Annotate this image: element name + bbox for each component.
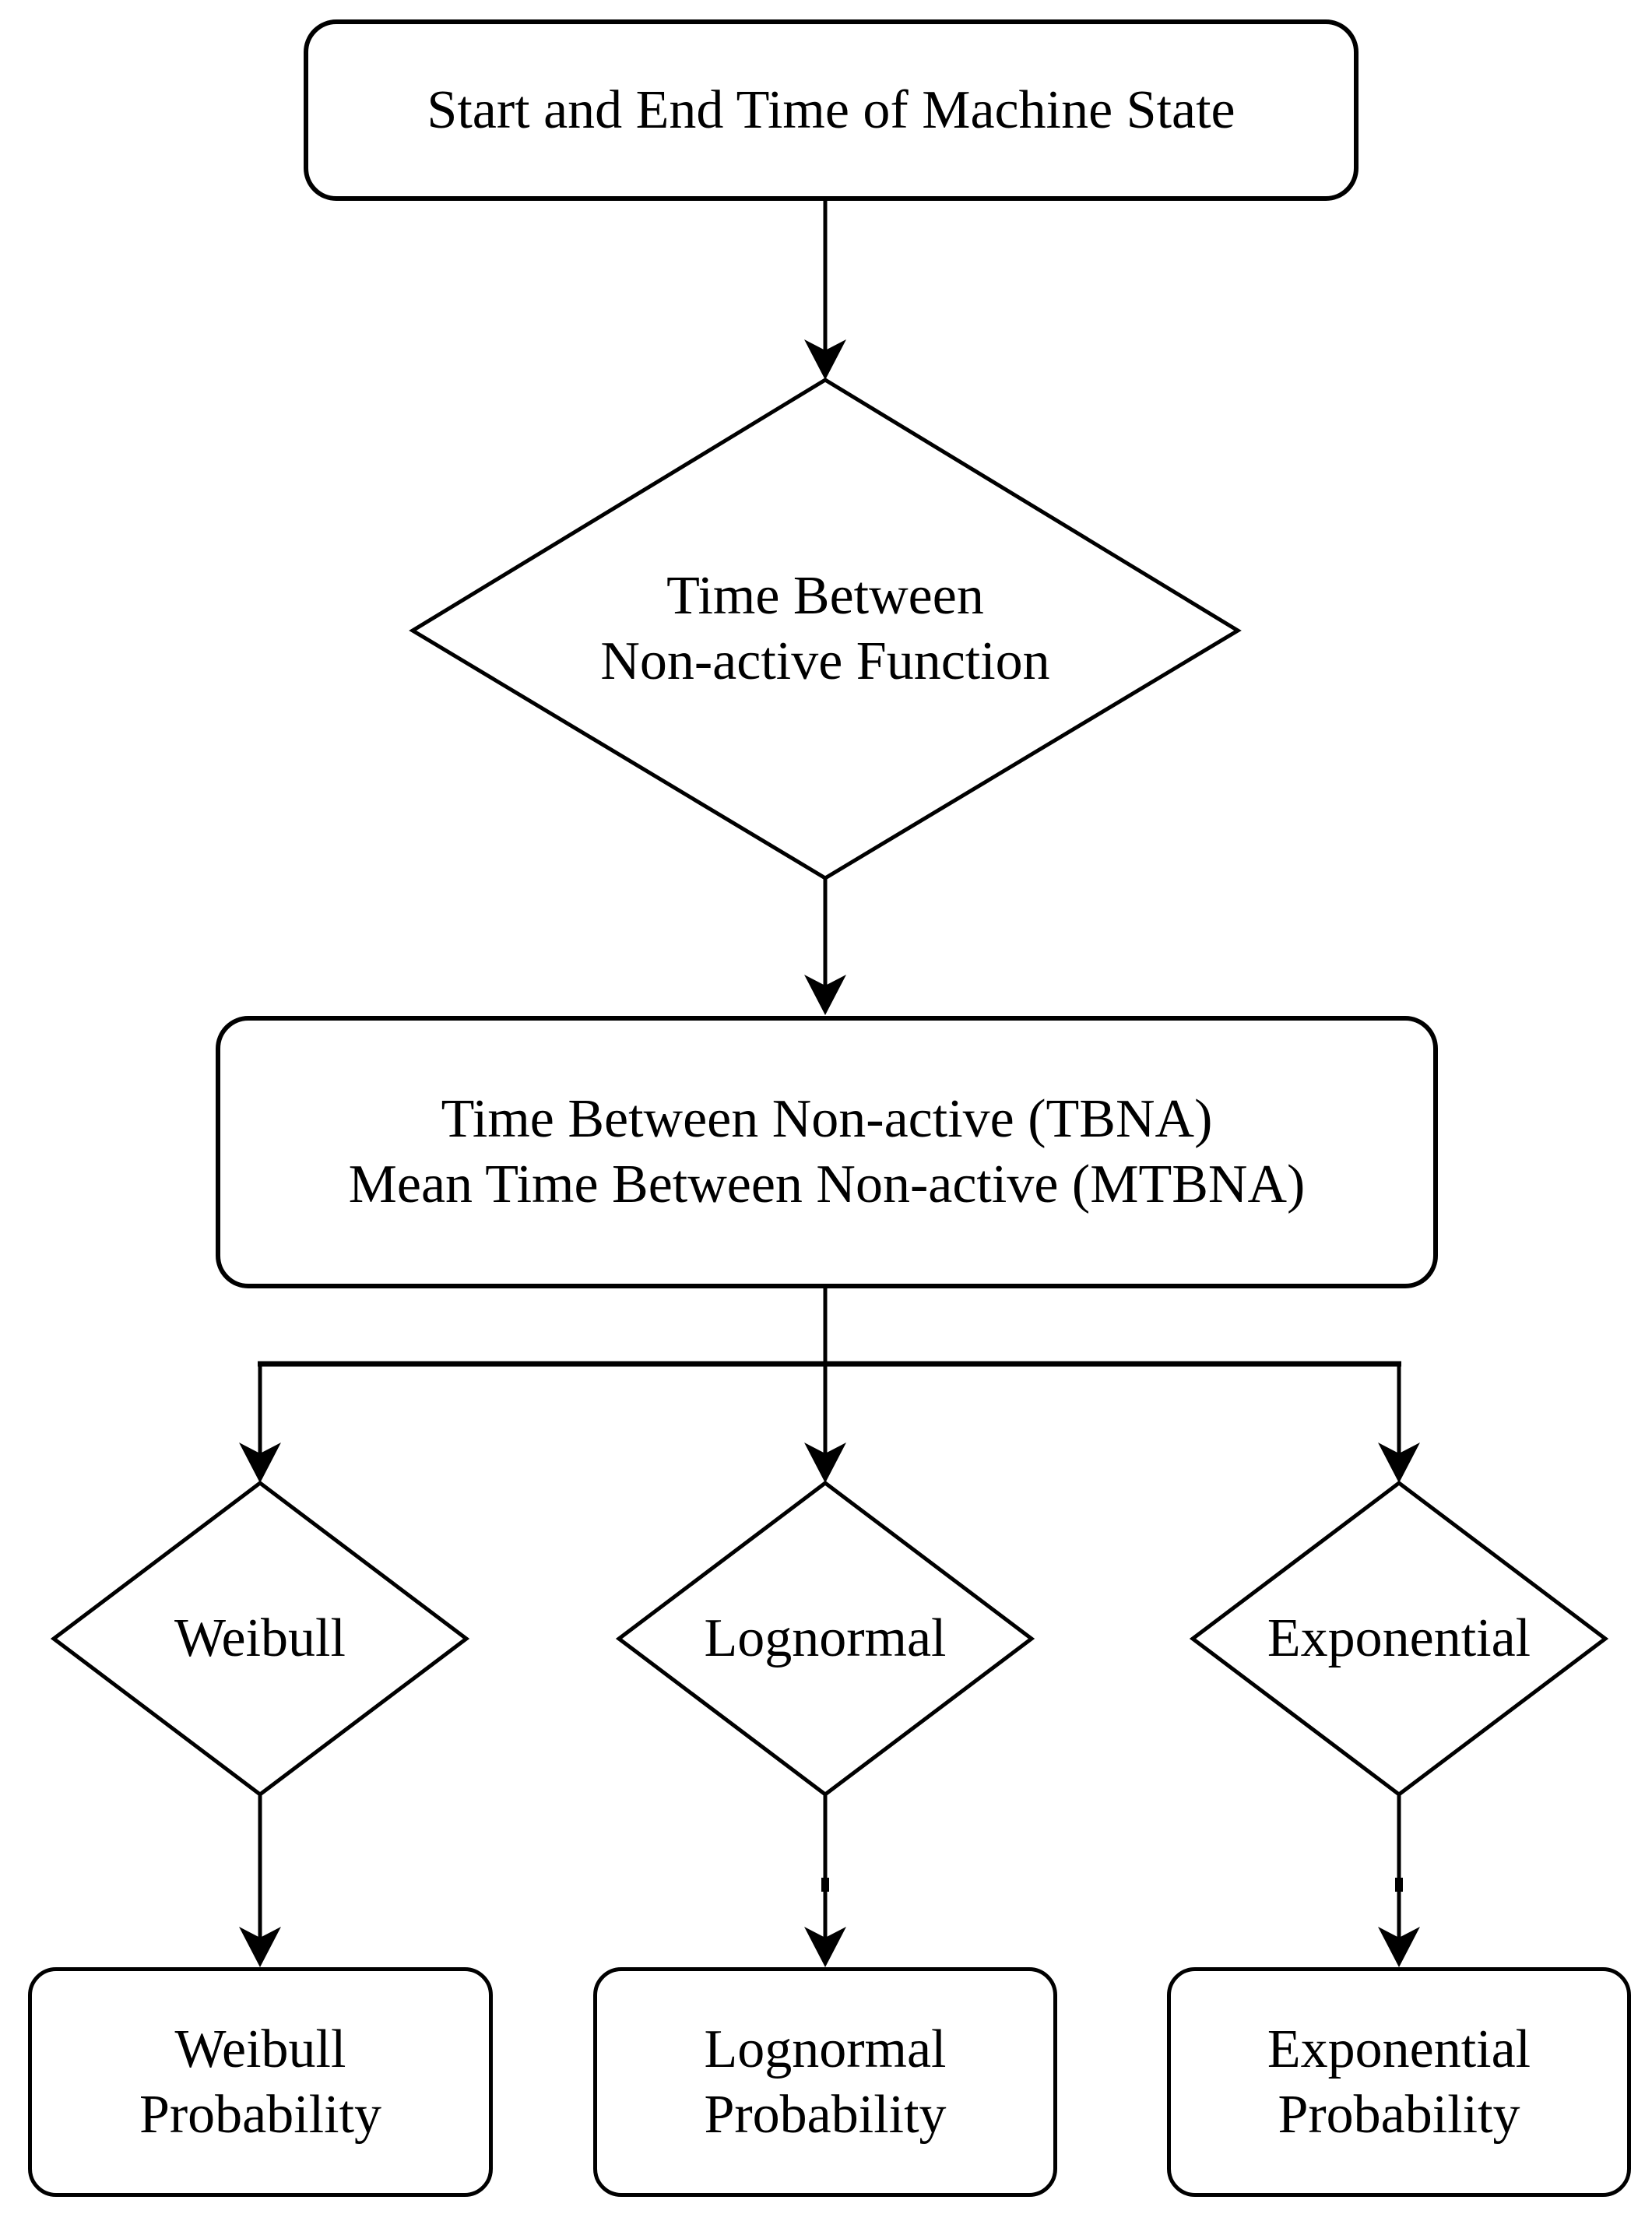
node-tbna-calc-label: Time Between Non-active (TBNA) Mean Time…: [348, 1089, 1306, 1214]
diamond-lognormal-shape: [615, 1480, 1035, 1798]
node-exponential-probability-label: Exponential Probability: [1267, 2019, 1531, 2145]
edge-lognormal-to-lognormal-probability-arrowhead: [804, 1927, 846, 1967]
node-lognormal-probability: Lognormal Probability: [593, 1967, 1057, 2197]
edge-branch-to-lognormal-arrowhead: [804, 1443, 846, 1483]
node-start: Start and End Time of Machine State: [304, 19, 1359, 201]
node-exponential-probability: Exponential Probability: [1167, 1967, 1631, 2197]
node-start-label: Start and End Time of Machine State: [427, 79, 1235, 140]
diamond-tbna-function-shape: [409, 378, 1242, 880]
node-weibull-probability: Weibull Probability: [28, 1967, 493, 2197]
node-tbna-calc: Time Between Non-active (TBNA) Mean Time…: [216, 1016, 1438, 1288]
edge-start-to-tbna-function-arrowhead: [804, 339, 846, 380]
edge-branch-to-weibull-arrowhead: [239, 1443, 281, 1483]
edge-tbna-function-to-tbna-calc-arrowhead: [804, 975, 846, 1015]
node-lognormal-probability-label: Lognormal Probability: [704, 2019, 947, 2145]
edge-weibull-to-weibull-probability-arrowhead: [239, 1927, 281, 1967]
edge-lognormal-line-tick: [821, 1878, 829, 1892]
node-weibull-probability-label: Weibull Probability: [139, 2019, 382, 2145]
edge-branch-to-exponential-arrowhead: [1378, 1443, 1420, 1483]
diamond-exponential-shape: [1189, 1480, 1609, 1798]
edge-exponential-to-exponential-probability-arrowhead: [1378, 1927, 1420, 1967]
diamond-weibull-shape: [50, 1480, 470, 1798]
edge-exponential-line-tick: [1395, 1878, 1403, 1892]
